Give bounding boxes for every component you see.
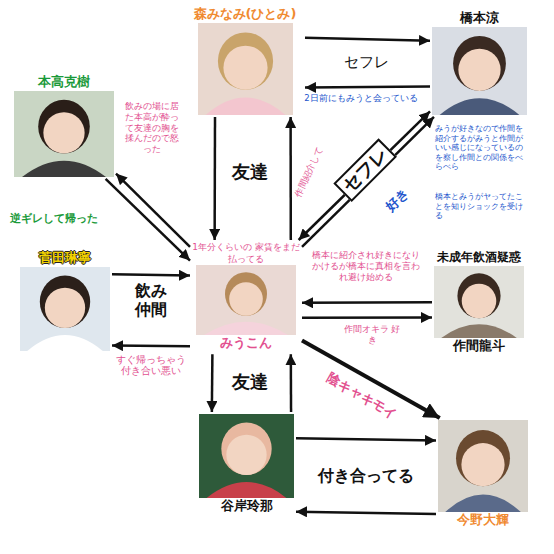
hair [456, 430, 510, 486]
hair [457, 273, 500, 318]
shoulders [204, 322, 288, 335]
person-note: 1年分くらいの 家賃をまだ払ってる [192, 242, 300, 265]
relation-label: 陰キャキモイ [323, 369, 400, 423]
relation-label: セフレ [343, 53, 390, 71]
face [458, 49, 500, 91]
photo-ground [20, 267, 110, 351]
relation-arrow [112, 344, 190, 347]
face [229, 283, 263, 317]
relation-label: 飲み仲間 [133, 281, 169, 319]
shoulders [207, 482, 287, 498]
person-name: 菅田琳寧 [39, 250, 91, 267]
relation-arrow [296, 512, 436, 514]
hair [453, 36, 506, 91]
person-card: 未成年飲酒疑惑作間龍斗 [432, 248, 526, 356]
person-name: 今野大輝 [457, 512, 509, 529]
hair [221, 423, 271, 475]
photo-ground [434, 266, 524, 338]
relation-arrow [302, 316, 432, 319]
note-text: みうが好きなので作間を紹介するがみうと作間がいい感じになっているのを察し作間との… [434, 124, 528, 172]
person-name: 森みなみ(ひとみ) [194, 6, 297, 23]
relation-arrow [112, 274, 190, 275]
relation-label: 2日前にもみうと会っている [303, 93, 418, 103]
relation-arrow [302, 301, 432, 304]
portrait-photo [198, 23, 293, 115]
relation-label: 付き合ってる [317, 466, 415, 485]
person-card: 菅田琳寧 [18, 248, 112, 353]
photo-ground [196, 265, 296, 335]
portrait-photo [20, 267, 110, 351]
relation-arrow [116, 174, 190, 247]
relation-arrow [305, 86, 430, 87]
hair [217, 32, 272, 89]
hair [225, 273, 267, 317]
face [223, 46, 267, 90]
relation-label: すぐ帰っちゃう 付き合い悪い [113, 354, 189, 377]
shoulders [441, 324, 517, 338]
person-name: 本高克樹 [38, 74, 90, 91]
photo-ground [438, 420, 528, 512]
relation-label: 作間オキラ 好き [342, 324, 402, 346]
relation-label: 友達 [231, 371, 269, 393]
shoulders [445, 495, 521, 512]
relation-arrow [289, 117, 292, 240]
relation-arrow [305, 38, 430, 41]
person-name: 作間龍斗 [453, 338, 505, 355]
person-name: 谷岸玲那 [221, 498, 273, 515]
relation-label: 友達 [231, 161, 269, 183]
photo-ground [14, 91, 114, 177]
relation-arrow [106, 179, 190, 261]
portrait-photo [199, 414, 294, 498]
shoulders [27, 335, 103, 351]
face [462, 283, 497, 318]
face [43, 112, 84, 153]
relation-label: 逆ギレして帰った [9, 212, 99, 225]
person-card: 谷岸玲那 [197, 412, 296, 517]
relation-arrow [296, 438, 436, 440]
person-card: 森みなみ(ひとみ) [185, 4, 305, 117]
face [461, 443, 504, 486]
person-card: 橋本涼 [430, 8, 529, 117]
relation-label: 作間紹介して [292, 144, 325, 199]
person-card: 1年分くらいの 家賃をまだ払ってるみうこん [190, 240, 302, 354]
relation-label: 好き [382, 185, 413, 216]
relation-arrow [299, 111, 430, 240]
shoulders [22, 161, 106, 177]
person-name: 橋本涼 [460, 10, 499, 27]
face [226, 435, 266, 475]
person-name: みうこん [220, 335, 272, 352]
relation-label: 橋本に紹介され好きになりかけるが橋本に真相を言われ避け始める [307, 250, 425, 282]
relation-arrow [290, 354, 293, 412]
person-card: 本高克樹 [12, 72, 116, 179]
photo-ground [432, 27, 527, 115]
photo-ground [198, 23, 293, 115]
note-text: 橋本とみうがヤってたことを知りショックを受ける [434, 192, 528, 221]
shoulders [205, 97, 285, 114]
relation-label: セフレ [333, 138, 396, 201]
person-card: 今野大輝 [436, 418, 530, 531]
relation-label: 飲みの場に居た本高が酔って友達の胸を揉んだので怒った [120, 101, 184, 155]
portrait-photo [438, 420, 528, 512]
person-note: 未成年飲酒疑惑 [437, 250, 521, 266]
portrait-photo [432, 27, 527, 115]
relation-arrow [211, 354, 214, 412]
portrait-photo [196, 265, 296, 335]
relation-arrow [302, 117, 434, 247]
photo-ground [199, 414, 294, 498]
hair [40, 275, 90, 327]
face [45, 288, 85, 328]
relation-arrow [213, 117, 216, 240]
portrait-photo [434, 266, 524, 338]
hair [38, 100, 90, 154]
shoulders [440, 98, 520, 115]
portrait-photo [14, 91, 114, 177]
